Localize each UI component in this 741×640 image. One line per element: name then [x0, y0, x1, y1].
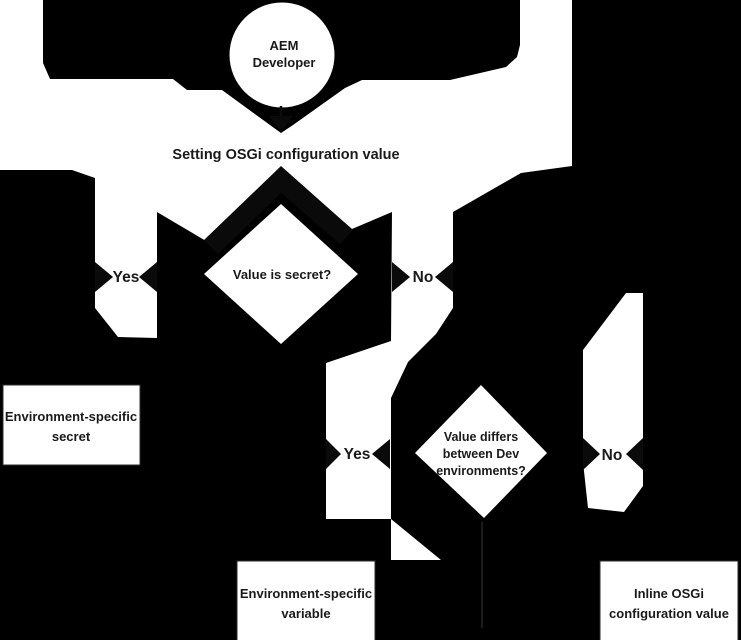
decision2-yes-label: Yes — [344, 446, 371, 463]
aem-developer-node — [229, 2, 335, 108]
chevron-arrow-gap — [204, 166, 353, 254]
actor-arrowhead-icon — [269, 116, 293, 132]
no1-right-tip-icon — [435, 262, 453, 292]
decision1-yes-label: Yes — [113, 269, 140, 286]
outcome-secret-label-line1: Environment-specific — [5, 409, 137, 424]
top-white-band — [0, 0, 572, 241]
outcome-secret-label-line2: secret — [52, 429, 91, 444]
yes2-right-tip-icon — [372, 439, 390, 469]
outcome-variable-label-line2: variable — [281, 606, 330, 621]
no2-branch-channel — [583, 293, 643, 512]
outcome-inline-box — [599, 560, 739, 640]
no2-right-tip-icon — [626, 438, 643, 470]
value-is-secret-decision — [204, 204, 358, 344]
aem-developer-label-line1: AEM — [270, 38, 299, 53]
yes1-right-tip-icon — [139, 262, 157, 292]
aem-developer-label-line2: Developer — [253, 55, 316, 70]
outcome-inline-label-line1: Inline OSGi — [634, 586, 704, 601]
outcome-variable-box — [236, 560, 376, 640]
value-differs-label-line3: environments? — [436, 464, 526, 478]
decision2-no-label: No — [602, 447, 623, 464]
outcome-inline-label-line2: configuration value — [609, 606, 729, 621]
value-is-secret-label: Value is secret? — [233, 267, 331, 282]
value-differs-decision — [415, 385, 547, 518]
decision1-no-label: No — [413, 269, 434, 286]
channel-bottom-wedge — [391, 519, 441, 560]
no2-left-tip-icon — [583, 438, 600, 470]
yes2-left-tip-icon — [326, 439, 341, 469]
no1-left-tip-icon — [392, 262, 410, 292]
yes-branch-channel — [95, 176, 157, 338]
value-differs-label-line2: between Dev — [443, 447, 519, 461]
value-differs-label-line1: Value differs — [444, 430, 518, 444]
outcome-variable-label-line1: Environment-specific — [240, 586, 372, 601]
start-label: Setting OSGi configuration value — [172, 147, 399, 163]
outcome-secret-box — [2, 384, 141, 466]
no-branch-channel — [326, 210, 453, 519]
yes1-left-tip-icon — [95, 262, 113, 292]
